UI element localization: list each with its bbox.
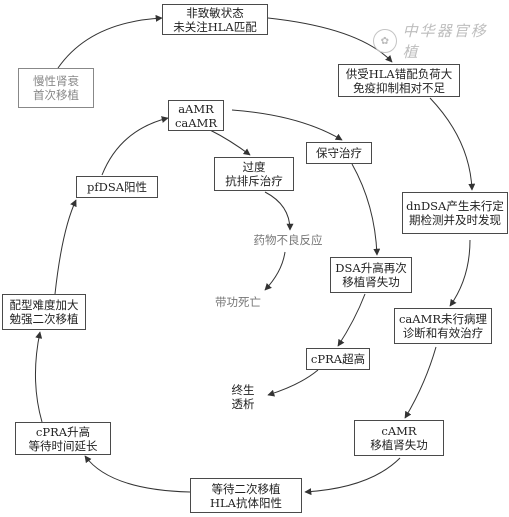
node-matching-line1: 配型难度加大 <box>9 298 79 312</box>
node-aamr-line2: caAMR <box>174 115 218 130</box>
journal-seal-icon: ✿ <box>373 29 397 53</box>
node-death-label: 带功死亡 <box>215 295 261 309</box>
arrow-n15-n16 <box>351 163 381 256</box>
node-awaiting-retransplant: 等待二次移植 HLA抗体阳性 <box>190 478 302 513</box>
node-over-line1: 过度 <box>242 160 266 174</box>
node-dsa-rise-line2: 移植肾失功 <box>342 275 400 289</box>
arrow-n9-n10 <box>101 116 169 176</box>
node-non-sensitized-line2: 未关注HLA匹配 <box>173 19 257 34</box>
node-adverse-label: 药物不良反应 <box>253 233 323 247</box>
node-dsa-rise-line1: DSA升高再次 <box>335 261 407 275</box>
node-dndsa-line2: 期检测并及时发现 <box>409 213 501 227</box>
arrow-n2-n3 <box>429 97 476 191</box>
arrow-n7-n8 <box>35 331 43 423</box>
arrow-n5-n6 <box>304 457 401 496</box>
arrow-n11-n1 <box>57 14 163 69</box>
node-cpra-high-label: cPRA超高 <box>310 352 366 366</box>
node-cpra-very-high: cPRA超高 <box>306 348 370 370</box>
node-caamr-untreated: caAMR未行病理 诊断和有效治疗 <box>394 308 492 344</box>
arrow-n17-n18 <box>267 369 319 397</box>
arrow-n10-n15 <box>231 109 343 141</box>
node-hla-mismatch-burden: 供受HLA错配负荷大 免疫抑制相对不足 <box>338 64 460 97</box>
node-conservative-treatment: 保守治疗 <box>306 142 372 164</box>
node-conservative-label: 保守治疗 <box>316 146 362 160</box>
node-awaiting-line2: HLA抗体阳性 <box>210 495 282 510</box>
node-over-immunosuppression: 过度 抗排斥治疗 <box>214 157 294 191</box>
node-pfdsa-positive: pfDSA阳性 <box>76 176 158 198</box>
node-awaiting-line1: 等待二次移植 <box>211 481 281 496</box>
node-caamr-line1: caAMR未行病理 <box>398 312 488 326</box>
arrow-n1-n2 <box>267 17 393 63</box>
node-cpra-rise: cPRA升高 等待时间延长 <box>15 422 111 455</box>
arrow-n12-n13 <box>264 191 294 231</box>
arrow-n13-n14 <box>264 251 286 291</box>
node-adverse-reaction: 药物不良反应 <box>246 230 330 250</box>
node-camr-line1: cAMR <box>381 424 417 438</box>
node-hla-mismatch-line1: 供受HLA错配负荷大 <box>345 66 453 81</box>
node-pfdsa-label: pfDSA阳性 <box>86 180 148 194</box>
node-first-transplant-line2: 首次移植 <box>33 88 79 102</box>
node-aamr-line1: aAMR <box>178 101 214 116</box>
node-aamr-caamr: aAMR caAMR <box>168 100 224 131</box>
node-hla-mismatch-line2: 免疫抑制相对不足 <box>353 80 445 95</box>
node-lifelong-dialysis: 终生 透析 <box>220 380 266 414</box>
node-non-sensitized-line1: 非致敏状态 <box>186 5 244 20</box>
node-camr-graft-loss: cAMR 移植肾失功 <box>354 420 444 456</box>
node-caamr-line2: 诊断和有效治疗 <box>402 326 484 340</box>
arrow-n6-n7 <box>84 455 191 493</box>
node-cpra-rise-line1: cPRA升高 <box>35 424 91 439</box>
arrow-n3-n4 <box>449 239 471 307</box>
arrow-n10-n12 <box>209 129 251 156</box>
arrow-n4-n5 <box>404 346 437 419</box>
node-non-sensitized: 非致敏状态 未关注HLA匹配 <box>162 4 268 35</box>
node-first-transplant-line1: 慢性肾衰 <box>33 74 79 88</box>
node-death-functioning-graft: 带功死亡 <box>208 292 268 312</box>
node-cpra-rise-line2: 等待时间延长 <box>28 438 98 453</box>
node-camr-line2: 移植肾失功 <box>370 438 428 452</box>
node-dndsa-undetected: dnDSA产生未行定 期检测并及时发现 <box>402 192 508 234</box>
node-matching-line2: 勉强二次移植 <box>9 312 79 326</box>
node-matching-difficulty: 配型难度加大 勉强二次移植 <box>2 294 86 330</box>
journal-logo-text: 中华器官移植 <box>402 22 488 61</box>
node-dndsa-line1: dnDSA产生未行定 <box>406 199 504 213</box>
node-first-transplant: 慢性肾衰 首次移植 <box>18 68 94 108</box>
arrow-n8-n9 <box>54 199 77 295</box>
node-dsa-rise-graft-loss: DSA升高再次 移植肾失功 <box>330 257 412 293</box>
arrow-n16-n17 <box>337 293 366 347</box>
journal-logo: ✿ 中华器官移植 <box>373 22 503 61</box>
node-dialysis-line1: 终生 <box>231 383 255 397</box>
node-dialysis-line2: 透析 <box>231 397 255 411</box>
node-over-line2: 抗排斥治疗 <box>225 174 283 188</box>
